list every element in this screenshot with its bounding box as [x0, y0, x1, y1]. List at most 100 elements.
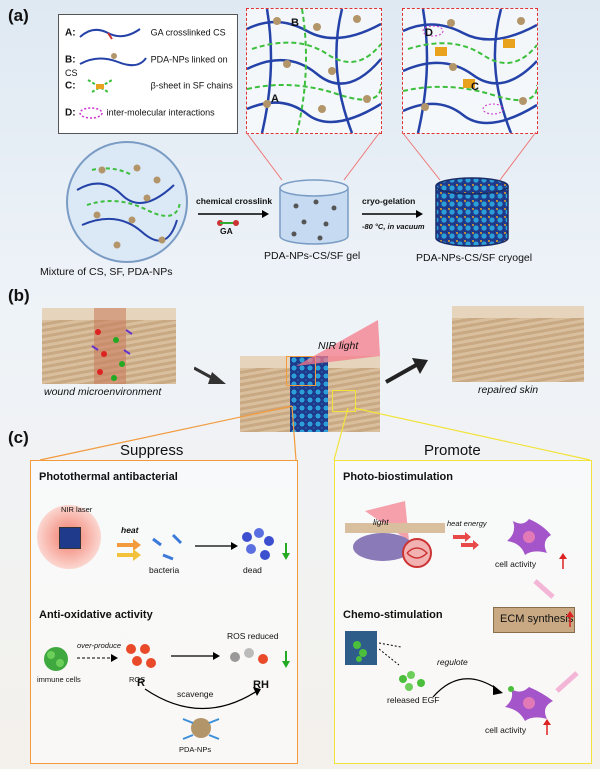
- cell-activity-label-2: cell activity: [485, 725, 527, 735]
- overproduce-label: over-produce: [77, 641, 122, 650]
- legend-key: A:: [65, 27, 76, 39]
- dead-bacteria-icon: [242, 528, 274, 560]
- ga-molecule-icon: [217, 220, 239, 226]
- promote-title: Promote: [424, 442, 481, 459]
- legend-key: C:: [65, 80, 76, 92]
- repaired-caption: repaired skin: [478, 384, 539, 396]
- cell-icon: [507, 519, 551, 555]
- zoom-label-c: C: [471, 81, 479, 93]
- light-label: light: [373, 517, 389, 527]
- cryogel-sample-icon: [59, 527, 81, 549]
- wound-skin-illustration: [42, 308, 176, 384]
- nir-light-label: NIR light: [318, 340, 359, 352]
- immune-cells-icon: [44, 647, 68, 671]
- legend-box: A: GA crosslinked CS B: PDA-NPs linked o…: [58, 14, 238, 134]
- legend-symbol-beta-sheet: [87, 79, 113, 93]
- step1-arrow: [198, 210, 269, 218]
- scavenge-label: scavenge: [177, 689, 214, 699]
- legend-symbol-ga-cs: [79, 28, 141, 40]
- release-dashed-arrows: [379, 642, 402, 666]
- cryogel-cylinder-illustration: [435, 177, 509, 247]
- regulote-label: regulote: [437, 657, 468, 667]
- dead-label: dead: [243, 565, 262, 575]
- wound-caption: wound microenvironment: [44, 386, 162, 398]
- legend-row-c: C: β-sheet in SF chains: [65, 78, 233, 94]
- immune-cells-label: immune cells: [37, 675, 81, 684]
- cryogel-network-illustration: [402, 8, 539, 134]
- legend-row-a: A: GA crosslinked CS: [65, 25, 226, 41]
- suppress-callout-box: [286, 356, 316, 386]
- step2-arrow: [362, 210, 423, 218]
- nir-light-beam-icon: [296, 320, 380, 366]
- step1-label: chemical crosslink: [196, 196, 273, 206]
- panel-label-c: (c): [8, 428, 29, 447]
- promote-callout-box: [332, 390, 356, 412]
- ecm-label: ECM synthesis: [500, 613, 574, 625]
- pink-arrow-to-ecm: [533, 579, 555, 599]
- pda-nps-icon: [182, 718, 220, 740]
- ecm-synthesis-box: ECM synthesis: [493, 607, 575, 633]
- panel-label-a: (a): [8, 6, 29, 25]
- photobio-cell-illustration: [345, 501, 445, 568]
- callout-connector-lines: [39, 405, 591, 461]
- ros-icon: [126, 644, 156, 668]
- suppress-box: Photothermal antibacterial NIR laser hea…: [30, 460, 298, 764]
- promote-box: Photo-biostimulation light heat energy c…: [334, 460, 592, 764]
- mixture-caption: Mixture of CS, SF, PDA-NPs: [40, 266, 173, 278]
- legend-text: β-sheet in SF chains: [150, 80, 233, 91]
- bacteria-icon: [152, 533, 183, 561]
- reduced-ros-icon: [230, 648, 268, 664]
- scavenge-curve-arrow: [144, 687, 261, 710]
- increase-arrow-icon: [543, 719, 551, 735]
- gel-network-illustration: [246, 8, 383, 134]
- repaired-skin-illustration: [452, 306, 584, 382]
- legend-text: PDA-NPs linked on CS: [65, 54, 228, 78]
- pink-arrow-to-cell: [555, 671, 579, 693]
- bacteria-label: bacteria: [149, 565, 180, 575]
- panel-label-b: (b): [8, 286, 30, 305]
- r-radical-label: R: [137, 677, 145, 689]
- step2-condition: -80 °C, in vacuum: [362, 222, 425, 231]
- mixture-solution-illustration: [66, 141, 188, 263]
- regulate-curve-arrow: [432, 678, 503, 698]
- legend-text: inter-molecular interactions: [106, 107, 215, 118]
- legend-symbol-pda-cs: [79, 53, 147, 67]
- legend-key: B:: [65, 54, 76, 66]
- legend-row-b: B: PDA-NPs linked on CS: [65, 52, 237, 78]
- increase-arrow-icon: [566, 611, 574, 627]
- zoom-label-b: B: [291, 17, 299, 29]
- antiox-title: Anti-oxidative activity: [39, 609, 153, 621]
- bacteria-cluster-icon: [91, 329, 133, 381]
- nir-laser-label: NIR laser: [61, 505, 93, 514]
- zoom-label-a: A: [271, 93, 279, 105]
- legend-row-d: D: inter-molecular interactions: [65, 105, 215, 121]
- dashed-arrow-overproduce: [77, 654, 118, 662]
- zoom-box-gel: B A: [246, 8, 383, 134]
- chemo-title: Chemo-stimulation: [343, 609, 443, 621]
- released-egf-label: released EGF: [387, 695, 440, 705]
- gel-cylinder-illustration: [279, 179, 349, 245]
- released-egf-icon: [399, 671, 425, 691]
- decrease-arrow-icon: [282, 543, 290, 560]
- ros-reduced-label: ROS reduced: [227, 631, 279, 641]
- zoom-box-cryogel: D C: [402, 8, 539, 134]
- suppress-title: Suppress: [120, 442, 184, 459]
- arrow-bacteria-to-dead: [195, 542, 238, 550]
- cryogel-in-wound: [290, 356, 328, 432]
- gel-caption: PDA-NPs-CS/SF gel: [264, 250, 361, 262]
- step1-reagent: GA: [220, 226, 233, 236]
- legend-text: GA crosslinked CS: [150, 27, 226, 38]
- cryogel-egf-sample: [345, 631, 377, 665]
- increase-arrow-icon: [559, 553, 567, 569]
- heat-energy-label: heat energy: [447, 519, 487, 528]
- photothermal-title: Photothermal antibacterial: [39, 471, 178, 483]
- arrow-to-repaired: [385, 358, 428, 384]
- decrease-arrow-icon: [282, 651, 290, 668]
- egf-in-gel-icon: [353, 641, 367, 662]
- pda-nps-label: PDA-NPs: [179, 745, 212, 754]
- arrow-ros-reduced: [171, 652, 220, 660]
- ros-label: ROS: [129, 675, 146, 684]
- cell-activity-label-1: cell activity: [495, 559, 537, 569]
- photobio-title: Photo-biostimulation: [343, 471, 453, 483]
- legend-symbol-interaction: [79, 107, 103, 119]
